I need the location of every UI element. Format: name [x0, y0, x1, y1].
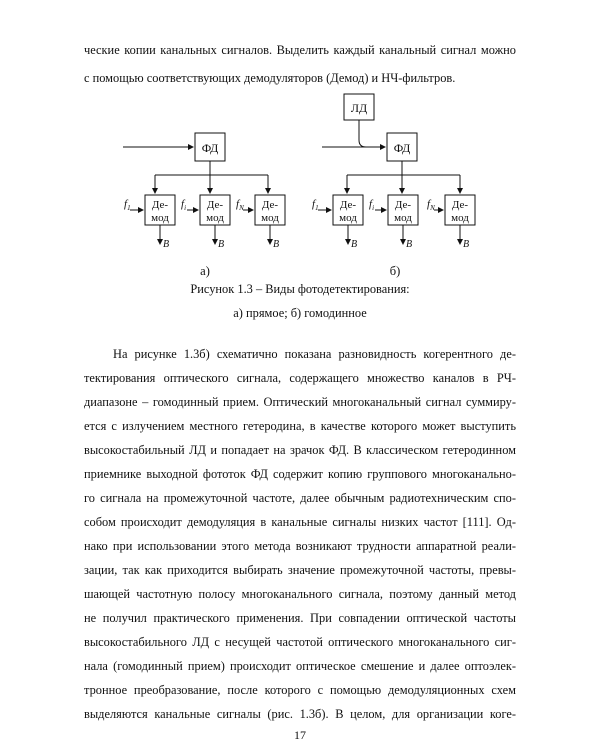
- demod-box-b2: Де- мод: [387, 194, 419, 226]
- svg-text:fi: fi: [369, 198, 374, 212]
- panel-a-label: а): [200, 264, 210, 278]
- svg-text:В: В: [463, 239, 469, 250]
- svg-text:В: В: [218, 239, 224, 250]
- body-line: го сигнала на промежуточной частоте, дал…: [84, 491, 516, 505]
- figure-photodetection-diagram: ФД Де- мод Де- мод Де- мод f1 fi fN: [123, 93, 476, 278]
- svg-text:мод: мод: [394, 212, 412, 224]
- svg-text:Де-: Де-: [207, 199, 224, 211]
- body-line: диапазоне – гомодинный прием. Оптический…: [84, 395, 516, 409]
- body-line: приемнике выходной фототок ФД содержит к…: [84, 467, 516, 481]
- demod-box-b3: Де- мод: [444, 194, 476, 226]
- body-line: тектирования оптического сигнала, содерж…: [84, 371, 516, 385]
- svg-text:Де-: Де-: [395, 199, 412, 211]
- body-line: нако при использовании этого метода возн…: [84, 539, 516, 553]
- svg-text:fN: fN: [427, 198, 435, 212]
- body-line: ется с излучением местного гетеродина, в…: [84, 419, 516, 433]
- svg-text:f1: f1: [312, 198, 319, 212]
- intro-line-1: ческие копии канальных сигналов. Выделит…: [84, 43, 516, 57]
- svg-text:мод: мод: [151, 212, 169, 224]
- body-line: высокостабильный ЛД и попадает на зрачок…: [84, 443, 516, 457]
- freq-label-1: f1: [124, 198, 131, 212]
- svg-text:Де-: Де-: [340, 199, 357, 211]
- svg-text:мод: мод: [339, 212, 357, 224]
- freq-label-N: fN: [236, 198, 244, 212]
- body-line: высокостабильного ЛД с несущей частотой …: [84, 635, 516, 649]
- panel-b: ЛД ФД Де- мод Де- мод Де- мод f1: [312, 93, 476, 278]
- svg-text:В: В: [406, 239, 412, 250]
- demod-box-1: Де- мод: [144, 194, 176, 226]
- laser-diode-label: ЛД: [351, 101, 367, 115]
- figure-caption-line-1: Рисунок 1.3 – Виды фотодетектирования:: [190, 282, 410, 296]
- page-number: 17: [294, 728, 306, 742]
- photodetector-box-b: [386, 132, 418, 162]
- body-line: шающей частотную полосу многоканального …: [84, 587, 516, 601]
- body-line: не получил практического применения. При…: [84, 611, 516, 625]
- demod-box-b1: Де- мод: [332, 194, 364, 226]
- demod-box-2: Де- мод: [199, 194, 231, 226]
- svg-text:Де-: Де-: [452, 199, 469, 211]
- laser-diode-box: [343, 93, 375, 121]
- svg-text:мод: мод: [206, 212, 224, 224]
- svg-text:В: В: [351, 239, 357, 250]
- svg-text:В: В: [163, 239, 169, 250]
- body-line: собом происходит демодуляция в канальные…: [84, 515, 516, 529]
- svg-text:Де-: Де-: [262, 199, 279, 211]
- svg-text:Де-: Де-: [152, 199, 169, 211]
- svg-text:мод: мод: [451, 212, 469, 224]
- freq-label-i: fi: [181, 198, 186, 212]
- body-line: выделяются канальные сигналы (рис. 1.3б)…: [84, 707, 516, 721]
- panel-a: ФД Де- мод Де- мод Де- мод f1 fi fN: [123, 132, 286, 278]
- figure-caption-line-2: а) прямое; б) гомодинное: [233, 306, 367, 320]
- body-line: На рисунке 1.3б) схематично показана раз…: [113, 347, 516, 361]
- body-line: зации, так как приходится выбирать значе…: [84, 563, 516, 577]
- panel-b-label: б): [390, 264, 401, 278]
- svg-text:мод: мод: [261, 212, 279, 224]
- demod-box-3: Де- мод: [254, 194, 286, 226]
- svg-text:ФД: ФД: [394, 141, 411, 155]
- intro-line-2: с помощью соответствующих демодуляторов …: [84, 71, 456, 85]
- body-line: нала (гомодинный прием) происходит оптич…: [84, 659, 516, 673]
- svg-text:В: В: [273, 239, 279, 250]
- photodetector-label: ФД: [202, 141, 219, 155]
- body-line: тронное преобразование, после которого с…: [84, 683, 516, 697]
